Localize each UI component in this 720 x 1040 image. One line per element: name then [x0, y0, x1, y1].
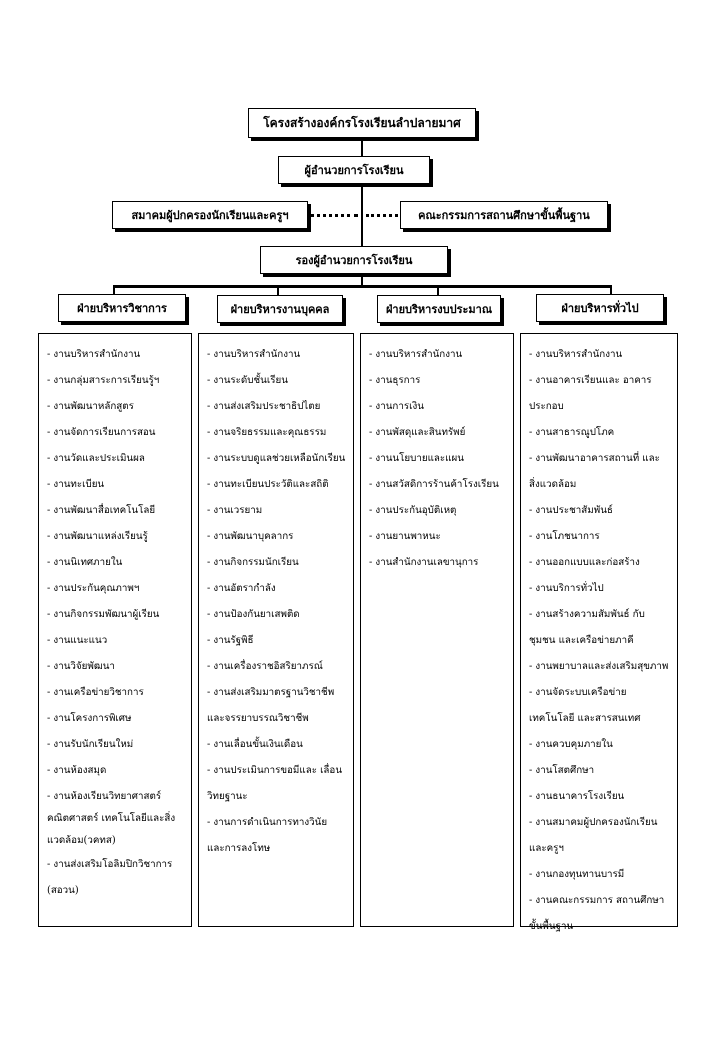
list-item: - งานอาคารเรียนและ อาคารประกอบ [529, 375, 652, 412]
list-item: - งานส่งเสริมประชาธิปไตย [207, 401, 321, 412]
list-item: - งานออกแบบและก่อสร้าง [529, 557, 640, 568]
list-item: - งานสำนักงานเลขานุการ [369, 557, 479, 568]
list-item: - งานประกันอุบัติเหตุ [369, 505, 457, 516]
list-item: - งานโสตศึกษา [529, 765, 595, 776]
list-item: - งานคณะกรรมการ สถานศึกษาขั้นพื้นฐาน [529, 895, 665, 932]
list-item: - งานสาธารณูปโภค [529, 427, 615, 438]
list-item: - งานห้องสมุด [47, 765, 107, 776]
list-item: - งานกลุ่มสาระการเรียนรู้ฯ [47, 375, 160, 386]
connector-title-director [361, 138, 363, 156]
list-item: - งานยานพาหนะ [369, 531, 441, 542]
list-item: - งานจัดการเรียนการสอน [47, 427, 156, 438]
list-item: - งานกิจกรรมนักเรียน [207, 557, 299, 568]
list-item: - งานอัตรากำลัง [207, 583, 276, 594]
school-board-label: คณะกรรมการสถานศึกษาขั้นพื้นฐาน [418, 209, 590, 222]
list-item: - งานสมาคมผู้ปกครองนักเรียน และครูฯ [529, 817, 658, 854]
list-item: - งานเครื่องราชอิสริยาภรณ์ [207, 661, 323, 672]
list-item: - งานวิจัยพัฒนา [47, 661, 115, 672]
list-item: - งานพัฒนาแหล่งเรียนรู้ [47, 531, 148, 542]
deputy-label: รองผู้อำนวยการโรงเรียน [295, 254, 413, 267]
bus-drop-3 [437, 285, 439, 295]
division-bus [113, 285, 612, 288]
list-item: - งานส่งเสริมมาตรฐานวิชาชีพ และจรรยาบรรณ… [207, 687, 335, 724]
list-item: - งานป้องกันยาเสพติด [207, 609, 300, 620]
list-item: - งานเลื่อนขั้นเงินเดือน [207, 739, 303, 750]
list-item: - งานรัฐพิธี [207, 635, 254, 646]
connector-deputy-bus [361, 274, 363, 287]
deputy-box: รองผู้อำนวยการโรงเรียน [260, 246, 448, 274]
bus-drop-2 [277, 285, 279, 295]
list-item: - งานห้องเรียนวิทยาศาสตร์ คณิตศาสตร์ เทค… [47, 791, 176, 846]
list-item: - งานพัฒนาอาคารสถานที่ และ สิ่งแวดล้อม [529, 453, 660, 490]
list-item: - งานระดับชั้นเรียน [207, 375, 288, 386]
division-header-general: ฝ่ายบริหารทั่วไป [536, 294, 664, 322]
list-item: - งานทะเบียน [47, 479, 105, 490]
list-item: - งานธุรการ [369, 375, 421, 386]
list-item: - งานนโยบายและแผน [369, 453, 464, 464]
bus-drop-4 [610, 285, 612, 295]
list-item: - งานแนะแนว [47, 635, 108, 646]
list-item: - งานนิเทศภายใน [47, 557, 123, 568]
list-item: - งานเครือข่ายวิชาการ [47, 687, 144, 698]
list-item: - งานจริยธรรมและคุณธรรม [207, 427, 327, 438]
list-item: - งานพัฒนาหลักสูตร [47, 401, 134, 412]
list-item: - งานวัดและประเมินผล [47, 453, 145, 464]
list-item: - งานกองทุนทานบารมี [529, 869, 625, 880]
task-list-general: - งานบริหารสำนักงาน - งานอาคารเรียนและ อ… [520, 333, 678, 932]
list-item: - งานบริหารสำนักงาน [207, 349, 301, 360]
dotted-link-left [310, 214, 358, 217]
task-list-academic: - งานบริหารสำนักงาน - งานกลุ่มสาระการเรี… [38, 333, 192, 927]
school-board-box: คณะกรรมการสถานศึกษาขั้นพื้นฐาน [400, 201, 608, 229]
division-header-personnel: ฝ่ายบริหารงานบุคคล [217, 295, 343, 323]
list-item: - งานประกันคุณภาพฯ [47, 583, 140, 594]
list-item: - งานบริหารสำนักงาน [369, 349, 463, 360]
list-item: - งานธนาคารโรงเรียน [529, 791, 625, 802]
parents-association-label: สมาคมผู้ปกครองนักเรียนและครูฯ [131, 209, 289, 222]
list-item: - งานระบบดูแลช่วยเหลือนักเรียน [207, 453, 346, 464]
list-item: - งานส่งเสริมโอลิมปิกวิชาการ (สอวน) [47, 859, 173, 896]
task-list-budget: - งานบริหารสำนักงาน - งานธุรการ - งานการ… [360, 333, 514, 927]
list-item: - งานสร้างความสัมพันธ์ กับชุมชน และเครือ… [529, 609, 645, 646]
list-item: - งานบริหารสำนักงาน [47, 349, 141, 360]
list-item: - งานสวัสดิการร้านค้าโรงเรียน [369, 479, 499, 490]
bus-drop-1 [113, 285, 115, 295]
list-item: - งานพัสดุและสินทรัพย์ [369, 427, 466, 438]
list-item: - งานการเงิน [369, 401, 424, 412]
list-item: - งานบริการทั่วไป [529, 583, 604, 594]
list-item: - งานทะเบียนประวัติและสถิติ [207, 479, 329, 490]
list-item: - งานกิจกรรมพัฒนาผู้เรียน [47, 609, 160, 620]
org-title: โครงสร้างองค์กรโรงเรียนลำปลายมาศ [263, 115, 461, 130]
list-item: - งานบริหารสำนักงาน [529, 349, 623, 360]
list-item: - งานพยาบาลและส่งเสริมสุขภาพ [529, 661, 669, 672]
list-item: - งานรับนักเรียนใหม่ [47, 739, 134, 750]
task-list-personnel: - งานบริหารสำนักงาน - งานระดับชั้นเรียน … [198, 333, 354, 927]
list-item: - งานพัฒนาบุคลากร [207, 531, 294, 542]
list-item: - งานโภชนาการ [529, 531, 600, 542]
director-label: ผู้อำนวยการโรงเรียน [304, 164, 404, 177]
list-item: - งานพัฒนาสื่อเทคโนโลยี [47, 505, 156, 516]
list-item: - งานประชาสัมพันธ์ [529, 505, 613, 516]
list-item: - งานการดำเนินการทางวินัย และการลงโทษ [207, 817, 328, 854]
dotted-link-right [366, 214, 398, 217]
connector-director-deputy [361, 184, 363, 246]
list-item: - งานโครงการพิเศษ [47, 713, 132, 724]
director-box: ผู้อำนวยการโรงเรียน [278, 156, 430, 184]
list-item: - งานควบคุมภายใน [529, 739, 613, 750]
list-item: - งานประเมินการขอมีและ เลื่อนวิทยฐานะ [207, 765, 343, 802]
division-header-budget: ฝ่ายบริหารงบประมาณ [377, 295, 501, 323]
org-title-box: โครงสร้างองค์กรโรงเรียนลำปลายมาศ [248, 108, 476, 138]
division-header-academic: ฝ่ายบริหารวิชาการ [58, 294, 186, 322]
list-item: - งานจัดระบบเครือข่าย เทคโนโลยี และสารสน… [529, 687, 641, 724]
parents-association-box: สมาคมผู้ปกครองนักเรียนและครูฯ [112, 201, 308, 229]
list-item: - งานเวรยาม [207, 505, 263, 516]
